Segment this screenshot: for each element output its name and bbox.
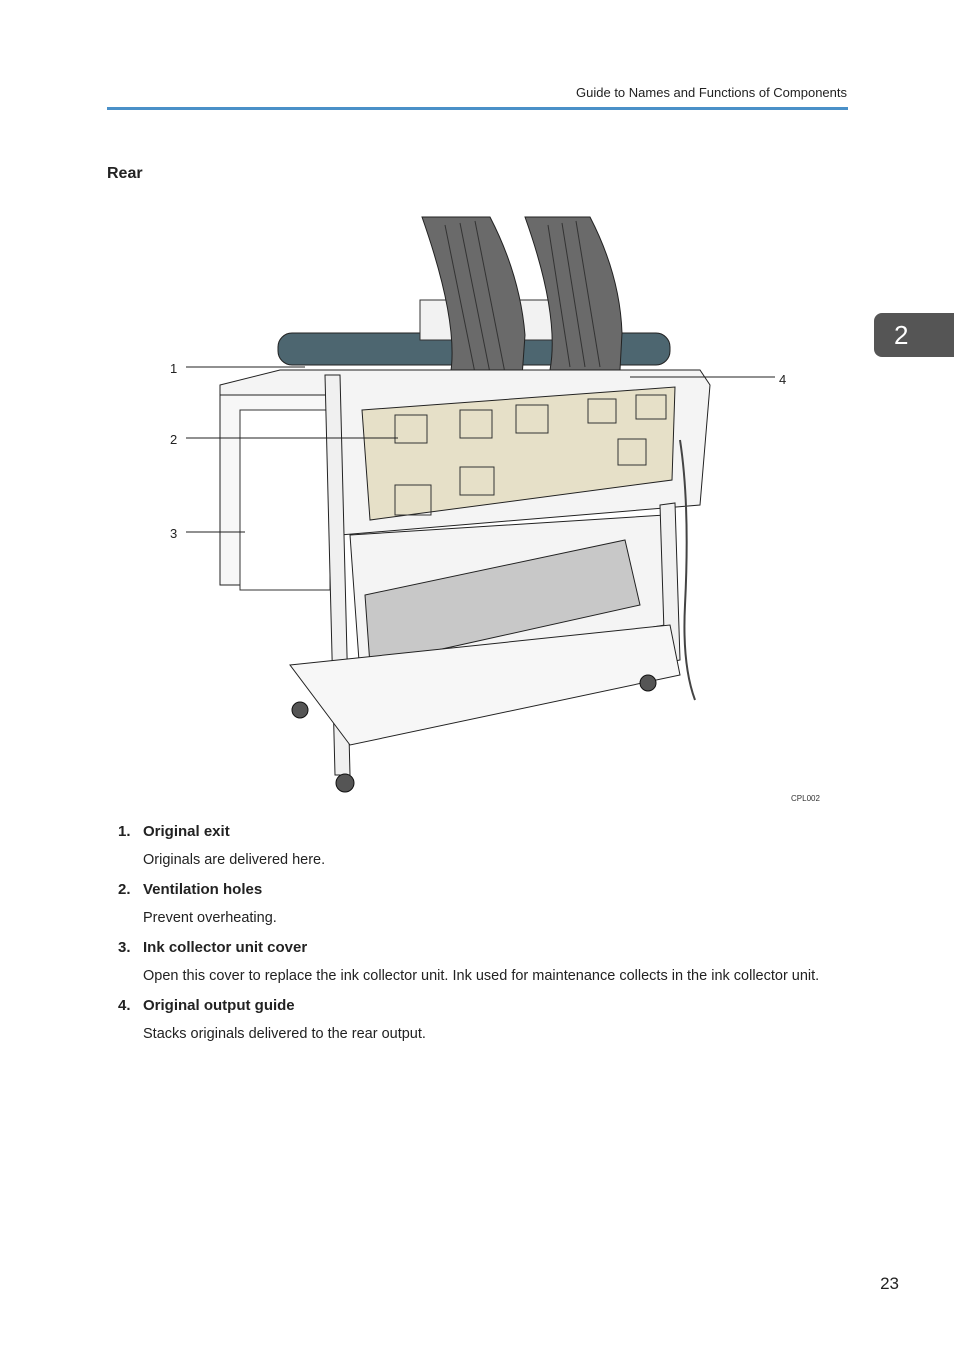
item-title: 3. Ink collector unit cover <box>118 938 838 958</box>
item-name: Original output guide <box>143 997 295 1014</box>
item-description: Stacks originals delivered to the rear o… <box>143 1026 426 1042</box>
item-name: Ink collector unit cover <box>143 939 308 956</box>
list-item: 3. Ink collector unit cover Open this cov… <box>118 938 838 986</box>
callout-4: 4 <box>779 372 786 387</box>
page-number: 23 <box>880 1274 899 1293</box>
section-title: Rear <box>107 165 143 182</box>
chapter-tab: 2 <box>874 313 954 357</box>
item-number: 3. <box>118 939 131 956</box>
list-item: 2. Ventilation holes Prevent overheating. <box>118 880 838 928</box>
item-number: 4. <box>118 997 131 1014</box>
running-header: Guide to Names and Functions of Componen… <box>576 85 847 100</box>
item-number: 2. <box>118 881 131 898</box>
list-item: 1. Original exit Originals are delivered … <box>118 822 838 870</box>
item-title: 4. Original output guide <box>118 996 838 1016</box>
item-description: Originals are delivered here. <box>143 852 326 868</box>
callout-3: 3 <box>170 526 177 541</box>
list-item: 4. Original output guide Stacks originals… <box>118 996 838 1044</box>
item-title: 2. Ventilation holes <box>118 880 838 900</box>
callout-1: 1 <box>170 361 177 376</box>
callout-2: 2 <box>170 432 177 447</box>
item-title: 1. Original exit <box>118 822 838 842</box>
component-list: 1. Original exit Originals are delivered … <box>118 822 838 1054</box>
item-number: 1. <box>118 823 131 840</box>
printer-rear-illustration: 1 2 3 4 <box>170 216 786 793</box>
item-description: Prevent overheating. <box>143 910 277 926</box>
item-name: Ventilation holes <box>143 881 263 898</box>
item-name: Original exit <box>143 823 230 840</box>
figure-code: CPL002 <box>791 794 820 803</box>
item-description: Open this cover to replace the ink colle… <box>143 968 820 984</box>
header-rule <box>107 107 848 110</box>
